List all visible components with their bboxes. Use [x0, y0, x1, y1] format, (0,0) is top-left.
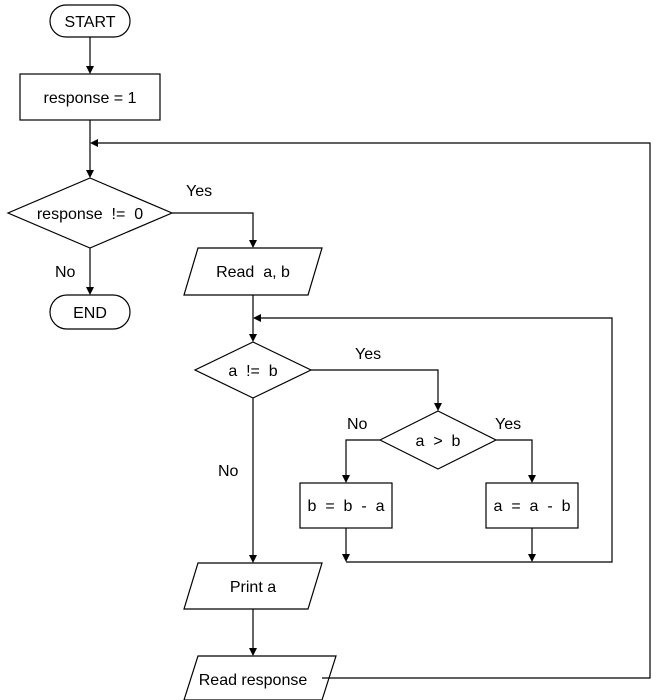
- edge-read-ab-to-decision: [249, 295, 257, 342]
- response-decision-node: response != 0: [6, 177, 174, 249]
- end-node: END: [49, 294, 131, 330]
- b-minus-a-label: b = b - a: [308, 498, 385, 515]
- a-minus-b-label: a = a - b: [494, 498, 571, 515]
- label-response-yes: Yes: [186, 183, 212, 200]
- edge-ab-no: [249, 398, 257, 563]
- edge-gt-no: [342, 439, 380, 483]
- label-gt-no: No: [347, 416, 368, 433]
- print-a-node: Print a: [183, 562, 323, 610]
- end-label: END: [73, 305, 107, 322]
- response-decision-label: response != 0: [37, 206, 143, 223]
- edge-response-yes: [172, 212, 257, 248]
- read-response-node: Read response: [183, 655, 337, 700]
- gt-decision-node: a > b: [378, 410, 498, 470]
- print-a-label: Print a: [230, 579, 276, 596]
- init-response-label: response = 1: [44, 90, 137, 107]
- label-gt-yes: Yes: [495, 416, 521, 433]
- start-label: START: [65, 14, 116, 31]
- edge-response-no: [86, 248, 94, 295]
- ab-decision-label: a != b: [228, 363, 277, 380]
- a-minus-b-node: a = a - b: [485, 482, 579, 529]
- gt-decision-label: a > b: [416, 433, 461, 450]
- edge-ab-yes: [311, 369, 442, 411]
- label-ab-no: No: [218, 463, 239, 480]
- edge-read-response-loop: [90, 139, 651, 679]
- edge-start-to-init: [86, 37, 94, 74]
- edge-init-to-decision: [86, 120, 94, 178]
- read-ab-label: Read a, b: [216, 264, 290, 281]
- edge-a-minus-b-down: [528, 528, 536, 562]
- label-ab-yes: Yes: [355, 346, 381, 363]
- edge-gt-yes: [496, 439, 536, 483]
- start-node: START: [49, 4, 131, 38]
- edge-b-minus-a-down: [342, 528, 350, 562]
- ab-decision-node: a != b: [193, 341, 313, 399]
- init-response-node: response = 1: [19, 73, 161, 121]
- read-response-label: Read response: [199, 672, 308, 689]
- edge-print-to-read-response: [249, 609, 257, 656]
- b-minus-a-node: b = b - a: [299, 482, 393, 529]
- edge-inner-loop-return: [253, 314, 613, 563]
- label-response-no: No: [55, 264, 76, 281]
- read-ab-node: Read a, b: [183, 247, 323, 296]
